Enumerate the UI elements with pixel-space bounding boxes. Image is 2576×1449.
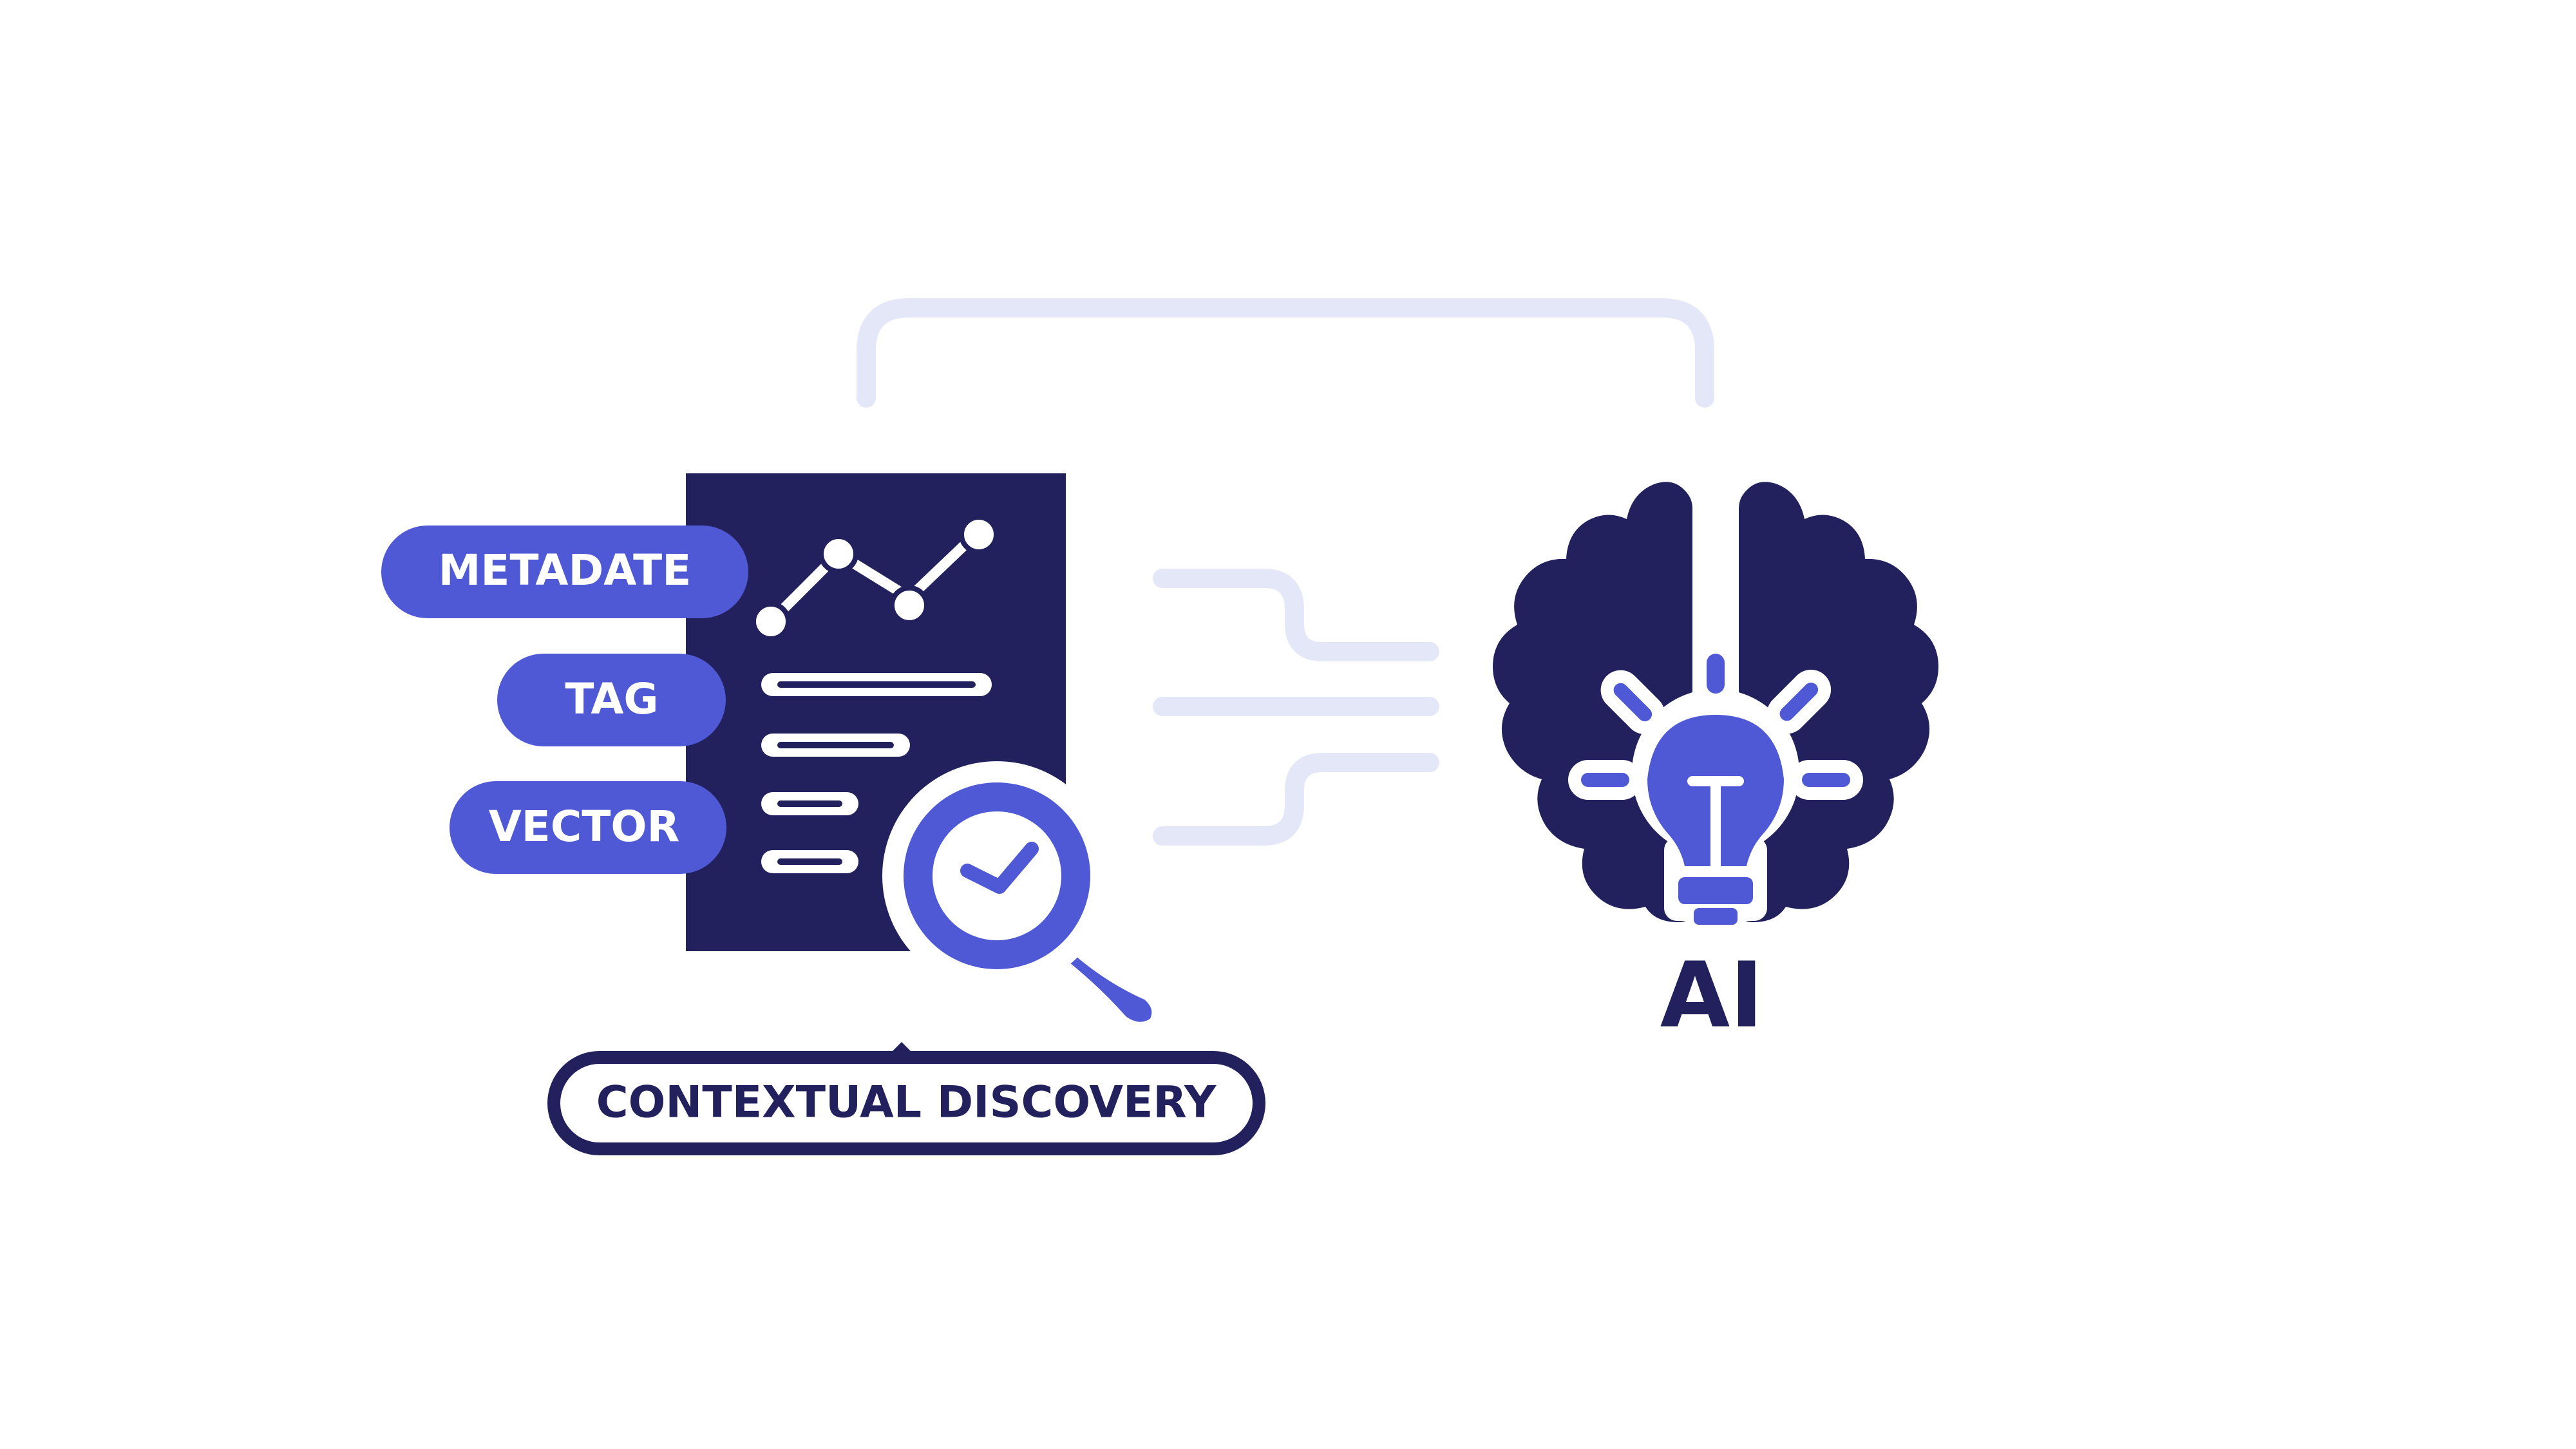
vector-badge: VECTOR (450, 781, 726, 874)
bulb-tip (1694, 908, 1738, 925)
vector-label: VECTOR (489, 802, 680, 851)
contextual-discovery-inner (560, 1064, 1253, 1142)
bulb-base (1678, 877, 1753, 904)
vector-pill (450, 781, 726, 874)
chart-point (819, 534, 858, 574)
tag-label: TAG (565, 674, 658, 724)
document-text-lines-inner (777, 681, 976, 865)
bulb-rays (1568, 654, 1863, 800)
contextual-discovery-label: CONTEXTUAL DISCOVERY (596, 1077, 1217, 1128)
brain-lightbulb-icon (1493, 482, 1938, 925)
brain-right-hemisphere (1739, 482, 1938, 922)
ray-upper-left (1613, 683, 1653, 722)
chart-point (959, 515, 999, 554)
ai-label: AI (1660, 943, 1763, 1048)
pointer-notch (890, 1042, 913, 1054)
tag-badge: TAG (497, 654, 726, 746)
flow-line-bottom (1153, 753, 1439, 846)
magnifier-lens (933, 811, 1061, 940)
ray-left (1581, 773, 1629, 787)
metadate-pill (425, 526, 696, 618)
chart-point (889, 585, 929, 625)
chart-point (751, 601, 791, 641)
checkmark-icon (960, 842, 1039, 894)
flow-lines (1153, 569, 1439, 846)
magnifier-check-icon (882, 761, 1159, 1028)
bulb-filament (1687, 776, 1744, 871)
ray-right (1802, 773, 1850, 787)
metadate-badge: METADATE (381, 526, 748, 618)
tag-pill (497, 654, 726, 746)
metadate-label: METADATE (439, 545, 692, 595)
ray-top (1707, 654, 1725, 694)
contextual-discovery-badge: CONTEXTUAL DISCOVERY (547, 1042, 1265, 1155)
top-connector (857, 298, 1714, 408)
brain-left-hemisphere (1493, 482, 1692, 922)
flow-line-top (1153, 569, 1439, 661)
chart-points (751, 515, 999, 641)
chart-line (766, 526, 984, 627)
ray-upper-right (1779, 682, 1819, 721)
